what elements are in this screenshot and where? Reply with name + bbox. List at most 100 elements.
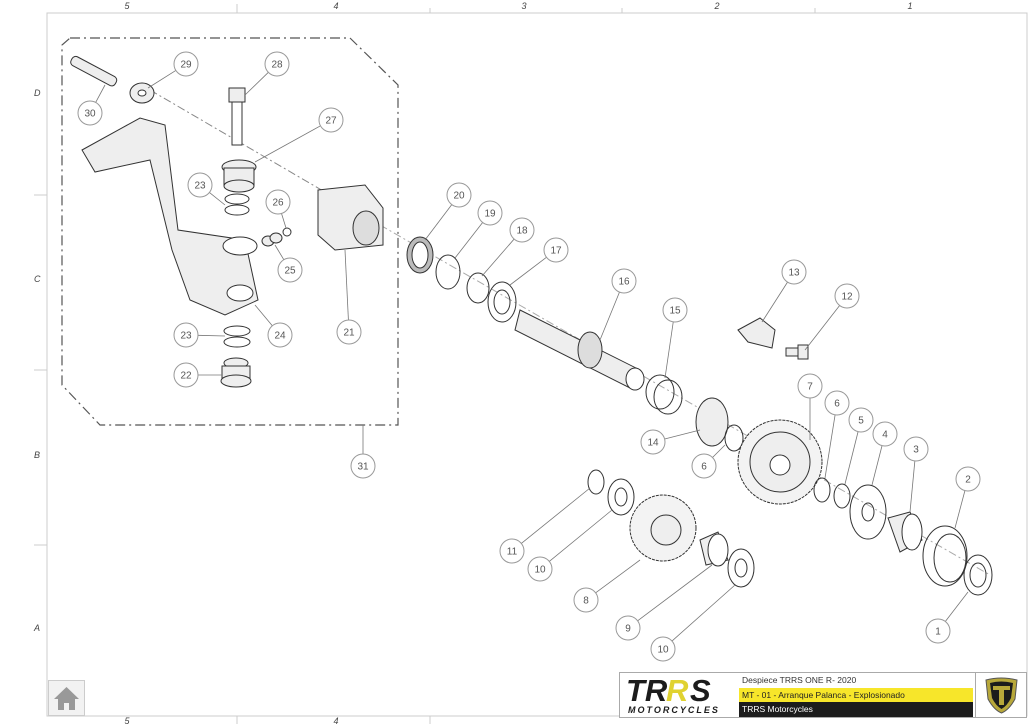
- part-spring-15: [645, 374, 683, 415]
- callout-15: 15: [662, 297, 688, 379]
- part-circlip-6a: [724, 424, 744, 452]
- callout-circle: [477, 200, 503, 226]
- callout-number: 21: [343, 328, 355, 339]
- leader-line: [804, 305, 840, 351]
- callout-number: 26: [272, 198, 284, 209]
- home-icon: [54, 687, 79, 710]
- callout-circle: [611, 268, 637, 294]
- callout-12: 12: [804, 283, 860, 351]
- callout-number: 17: [550, 246, 562, 257]
- callout-circle: [834, 283, 860, 309]
- callout-6: 6: [824, 390, 850, 479]
- callout-number: 25: [284, 266, 296, 277]
- drawing-subtitle: MT - 01 - Arranque Palanca - Explosionad…: [739, 688, 973, 702]
- callout-19: 19: [454, 200, 503, 259]
- title-block: TR R S MOTORCYCLES Despiece TRRS ONE R- …: [619, 672, 1027, 718]
- part-kick-lever: [81, 117, 259, 316]
- callout-number: 20: [453, 191, 465, 202]
- callout-circle: [173, 362, 199, 388]
- zone-label-column: 2: [714, 1, 720, 11]
- svg-text:TR: TR: [626, 673, 668, 708]
- leader-line: [254, 304, 273, 327]
- callout-circle: [573, 587, 599, 613]
- callout-29: 29: [147, 51, 199, 89]
- callout-7: 7: [797, 373, 823, 440]
- part-circlip-5: [833, 483, 851, 509]
- leader-line: [344, 249, 349, 321]
- leader-line: [481, 238, 515, 277]
- svg-text:S: S: [690, 673, 711, 708]
- callout-number: 6: [834, 399, 840, 410]
- callout-number: 7: [807, 382, 813, 393]
- callout-circle: [691, 453, 717, 479]
- part-rings-23-top: [224, 193, 250, 216]
- callout-circle: [264, 51, 290, 77]
- leader-line: [599, 291, 620, 341]
- part-washer-1: [963, 554, 993, 596]
- callout-22: 22: [173, 362, 222, 388]
- callout-23: 23: [173, 322, 226, 348]
- leader-line: [424, 204, 453, 241]
- callout-number: 5: [858, 416, 864, 427]
- callout-number: 28: [271, 60, 283, 71]
- part-spring-2: [922, 525, 968, 587]
- part-bushing-9: [699, 531, 729, 567]
- leader-line: [954, 490, 966, 529]
- callout-circle: [903, 436, 929, 462]
- part-washer-10b: [727, 548, 755, 588]
- callout-circle: [509, 217, 535, 243]
- callout-circle: [187, 172, 213, 198]
- part-gear-8: [629, 494, 697, 562]
- part-gear-7: [737, 419, 823, 505]
- callout-circle: [848, 407, 874, 433]
- callout-23: 23: [187, 172, 226, 206]
- callout-circle: [173, 322, 199, 348]
- callout-27: 27: [254, 107, 344, 163]
- part-clamp-21: [317, 184, 384, 251]
- callout-circle: [797, 373, 823, 399]
- leader-line: [95, 84, 106, 103]
- leader-line: [944, 591, 969, 622]
- part-bolt-12: [785, 344, 809, 360]
- part-washer-4: [849, 484, 887, 540]
- callout-number: 15: [669, 306, 681, 317]
- callout-circle: [265, 189, 291, 215]
- part-plate-13: [737, 317, 776, 349]
- callout-number: 9: [625, 624, 631, 635]
- home-button[interactable]: [48, 680, 85, 716]
- callout-number: 16: [618, 277, 630, 288]
- part-washer-17: [487, 281, 517, 323]
- part-washer-6b: [813, 477, 831, 503]
- callout-25: 25: [274, 244, 303, 283]
- callout-30: 30: [77, 84, 106, 126]
- callout-8: 8: [573, 559, 641, 613]
- part-bolt-30: [70, 55, 118, 87]
- leader-line: [844, 431, 859, 485]
- exploded-parts: [70, 55, 993, 596]
- callout-circle: [499, 538, 525, 564]
- callout-20: 20: [424, 182, 472, 241]
- callout-circle: [824, 390, 850, 416]
- leader-line: [595, 559, 641, 594]
- zone-label-column: 4: [333, 1, 339, 11]
- callout-number: 10: [534, 565, 546, 576]
- part-circlip-18: [466, 272, 490, 304]
- callout-4: 4: [871, 421, 898, 486]
- callout-circle: [662, 297, 688, 323]
- leader-line: [671, 584, 736, 642]
- callout-13: 13: [761, 259, 807, 323]
- part-ball-26: [282, 227, 292, 237]
- leader-line: [209, 192, 226, 206]
- leader-line: [509, 256, 547, 286]
- trrs-logo: TR R S MOTORCYCLES: [620, 673, 737, 717]
- leader-line: [637, 564, 713, 622]
- part-seal-22: [220, 357, 252, 388]
- leader-line: [274, 244, 285, 260]
- callout-circle: [527, 556, 553, 582]
- callout-18: 18: [481, 217, 535, 277]
- zone-label-column: 4: [333, 716, 339, 726]
- callout-number: 4: [882, 430, 888, 441]
- kickstarter-assembly-boundary: [61, 37, 399, 426]
- callout-10: 10: [527, 509, 613, 582]
- leader-line: [712, 444, 726, 458]
